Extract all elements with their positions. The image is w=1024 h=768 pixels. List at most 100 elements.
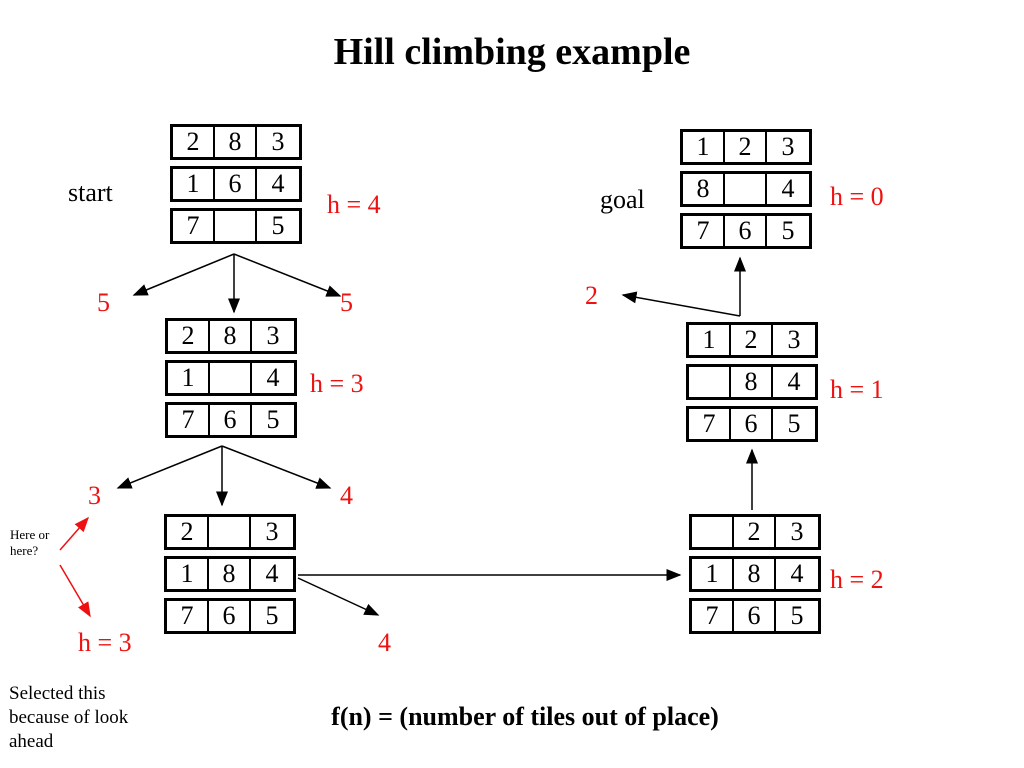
tile: 5 xyxy=(265,601,279,630)
tile xyxy=(210,363,252,393)
tile: 3 xyxy=(266,321,280,350)
tile: 1 xyxy=(692,559,734,589)
value-start-right: 5 xyxy=(340,288,353,317)
here-arrows xyxy=(59,516,91,618)
tile: 4 xyxy=(781,174,795,203)
arrow-start-right xyxy=(233,253,342,297)
value-level3-side: 2 xyxy=(585,281,598,310)
note-here-or-here: Here or here? xyxy=(10,527,50,559)
arrow-l1-right xyxy=(221,445,332,489)
arrow-here-down xyxy=(59,564,91,618)
tile: 3 xyxy=(781,132,795,161)
tile: 6 xyxy=(209,601,251,631)
tile: 4 xyxy=(271,169,285,198)
h-goal: h = 0 xyxy=(830,182,884,211)
arrow-l1-left xyxy=(116,445,223,489)
tile: 5 xyxy=(266,405,280,434)
tile: 3 xyxy=(790,517,804,546)
tile: 5 xyxy=(271,211,285,240)
tile: 1 xyxy=(689,325,731,355)
slide-title: Hill climbing example xyxy=(333,31,691,73)
tile: 7 xyxy=(168,405,210,435)
h-level3: h = 1 xyxy=(830,375,884,404)
label-start: start xyxy=(68,178,113,207)
value-start-left: 5 xyxy=(97,288,110,317)
tile: 5 xyxy=(781,216,795,245)
tile: 2 xyxy=(731,325,773,355)
tile: 5 xyxy=(787,409,801,438)
tile xyxy=(689,367,731,397)
level1-branch-arrows xyxy=(116,445,332,507)
tile: 7 xyxy=(692,601,734,631)
tile: 6 xyxy=(215,169,257,199)
tile: 8 xyxy=(731,367,773,397)
tile xyxy=(215,211,257,241)
tile: 5 xyxy=(790,601,804,630)
tile: 1 xyxy=(173,169,215,199)
tile: 4 xyxy=(787,367,801,396)
label-goal: goal xyxy=(600,185,645,214)
arrow-start-left xyxy=(132,253,235,296)
h-start: h = 4 xyxy=(327,190,381,219)
tile: 7 xyxy=(167,601,209,631)
tile: 6 xyxy=(734,601,776,631)
tile: 3 xyxy=(787,325,801,354)
right-column-arrows xyxy=(621,256,758,510)
tile xyxy=(692,517,734,547)
tile: 6 xyxy=(731,409,773,439)
tile: 7 xyxy=(683,216,725,246)
tile: 8 xyxy=(215,127,257,157)
tile: 3 xyxy=(271,127,285,156)
h-level1: h = 3 xyxy=(310,369,364,398)
tile: 6 xyxy=(210,405,252,435)
tile: 1 xyxy=(683,132,725,162)
tile xyxy=(725,174,767,204)
tile: 7 xyxy=(173,211,215,241)
tile: 2 xyxy=(734,517,776,547)
tile: 2 xyxy=(173,127,215,157)
value-level1-right: 4 xyxy=(340,481,353,510)
arrow-l2-down xyxy=(297,577,380,616)
tile xyxy=(209,517,251,547)
tile: 2 xyxy=(725,132,767,162)
arrow-here-up xyxy=(59,516,89,551)
tile: 2 xyxy=(168,321,210,351)
tile: 8 xyxy=(734,559,776,589)
tile: 8 xyxy=(209,559,251,589)
formula: f(n) = (number of tiles out of place) xyxy=(331,702,719,731)
tile: 4 xyxy=(266,363,280,392)
tile: 7 xyxy=(689,409,731,439)
tile: 4 xyxy=(265,559,279,588)
tile: 8 xyxy=(210,321,252,351)
level2-arrows xyxy=(297,569,682,616)
value-level1-left: 3 xyxy=(88,481,101,510)
value-level2-bottom: 4 xyxy=(378,628,391,657)
tile: 4 xyxy=(790,559,804,588)
arrow-l3-side xyxy=(621,291,741,317)
tile: 1 xyxy=(168,363,210,393)
h-level2-right: h = 2 xyxy=(830,565,884,594)
